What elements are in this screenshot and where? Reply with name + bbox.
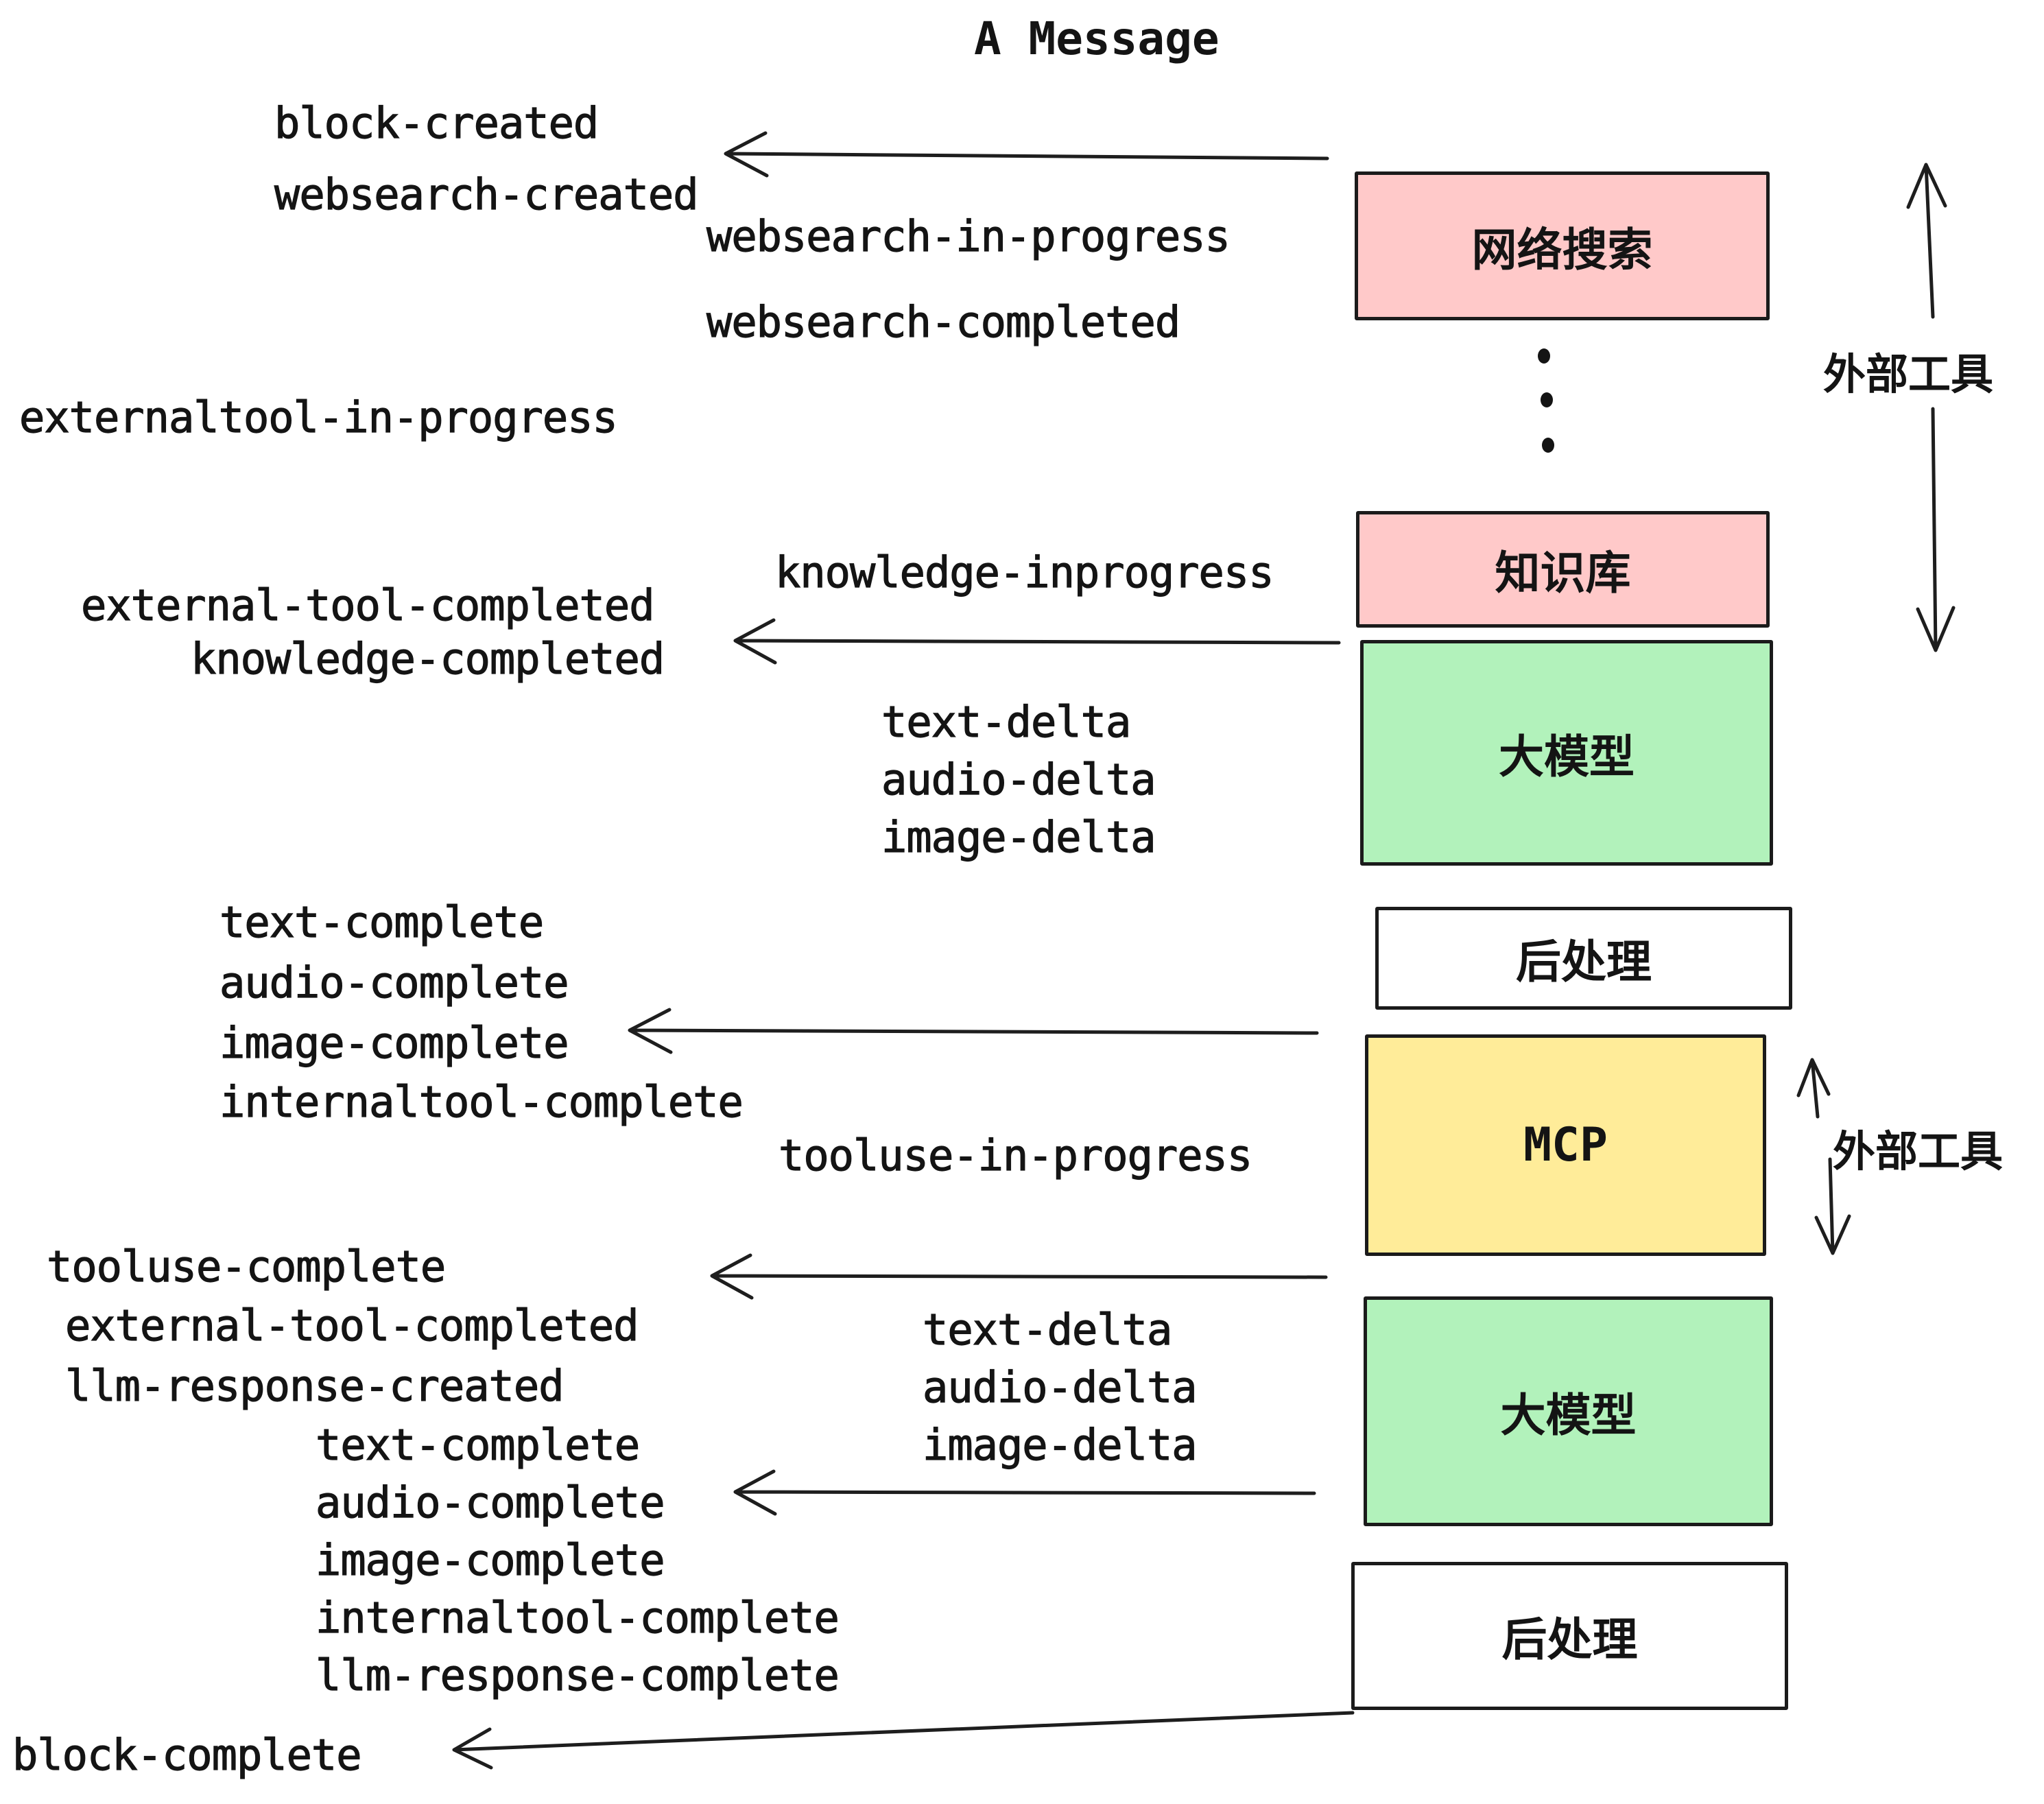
event-image-delta-1: image-delta (881, 811, 1156, 862)
event-image-delta-2: image-delta (922, 1419, 1198, 1470)
box-llm-2-label: 大模型 (1500, 1389, 1637, 1440)
event-image-complete-1: image-complete (219, 1017, 569, 1068)
box-websearch-label: 网络搜索 (1471, 224, 1653, 275)
event-block-complete: block-complete (12, 1729, 362, 1780)
ellipsis-dot (1542, 438, 1554, 453)
event-audio-delta-2: audio-delta (922, 1362, 1198, 1412)
event-audio-complete-1: audio-complete (219, 957, 569, 1008)
diagram-title: A Message (974, 12, 1220, 65)
event-text-delta-1: text-delta (881, 696, 1131, 747)
event-llm-response-complete: llm-response-complete (315, 1650, 840, 1700)
event-text-delta-2: text-delta (922, 1304, 1172, 1355)
box-postprocess-2: 后处理 (1351, 1562, 1788, 1710)
arrow-mcp-to-tooluse-complete (710, 1253, 1328, 1300)
box-knowledge-label: 知识库 (1495, 547, 1631, 598)
box-mcp-label: MCP (1523, 1118, 1608, 1172)
event-audio-delta-1: audio-delta (881, 754, 1156, 805)
box-mcp: MCP (1365, 1034, 1766, 1256)
event-text-complete-2: text-complete (315, 1419, 640, 1470)
box-llm-1: 大模型 (1360, 640, 1773, 866)
annotation-external-tools-mid: 外部工具 (1833, 1128, 2004, 1176)
box-llm-2: 大模型 (1364, 1296, 1773, 1526)
box-postprocess-1-label: 后处理 (1516, 936, 1652, 987)
box-postprocess-1: 后处理 (1375, 907, 1792, 1010)
arrow-websearch-to-block-created (724, 131, 1329, 178)
event-internaltool-complete-1: internaltool-complete (219, 1076, 744, 1127)
box-llm-1-label: 大模型 (1499, 731, 1635, 782)
arrow-llm1-to-image-complete (628, 1008, 1319, 1054)
arrow-llm2-to-audio-complete (733, 1469, 1316, 1516)
event-knowledge-completed: knowledge-completed (190, 633, 665, 684)
event-internaltool-complete-2: internaltool-complete (315, 1592, 840, 1643)
event-text-complete-1: text-complete (219, 897, 544, 947)
event-external-tool-completed-1: external-tool-completed (80, 580, 655, 630)
event-knowledge-inprogress: knowledge-inprogress (774, 547, 1274, 597)
event-websearch-completed: websearch-completed (706, 296, 1180, 347)
box-websearch: 网络搜索 (1355, 171, 1770, 320)
external-tools-top-down-arrow (1916, 407, 1956, 652)
external-tools-mid-up-arrow (1796, 1058, 1831, 1119)
box-postprocess-2-label: 后处理 (1501, 1614, 1638, 1665)
annotation-external-tools-top: 外部工具 (1823, 351, 1994, 399)
event-tooluse-complete: tooluse-complete (46, 1241, 446, 1292)
event-external-tool-completed-2: external-tool-completed (64, 1300, 639, 1351)
event-block-created: block-created (274, 97, 599, 148)
arrow-knowledge-to-knowledge-completed (733, 618, 1341, 665)
ellipsis-dot (1541, 392, 1553, 407)
event-tooluse-in-progress: tooluse-in-progress (778, 1130, 1252, 1180)
event-websearch-created: websearch-created (274, 169, 699, 219)
event-websearch-in-progress: websearch-in-progress (706, 211, 1231, 261)
ellipsis-dot (1538, 348, 1550, 364)
external-tools-top-up-arrow (1906, 163, 1947, 319)
event-image-complete-2: image-complete (315, 1534, 665, 1585)
arrow-postprocess2-to-block-complete (452, 1711, 1355, 1770)
event-llm-response-created: llm-response-created (64, 1360, 565, 1411)
event-externaltool-in-progress: externaltool-in-progress (19, 392, 618, 442)
event-audio-complete-2: audio-complete (315, 1477, 665, 1528)
box-knowledge: 知识库 (1356, 511, 1770, 628)
